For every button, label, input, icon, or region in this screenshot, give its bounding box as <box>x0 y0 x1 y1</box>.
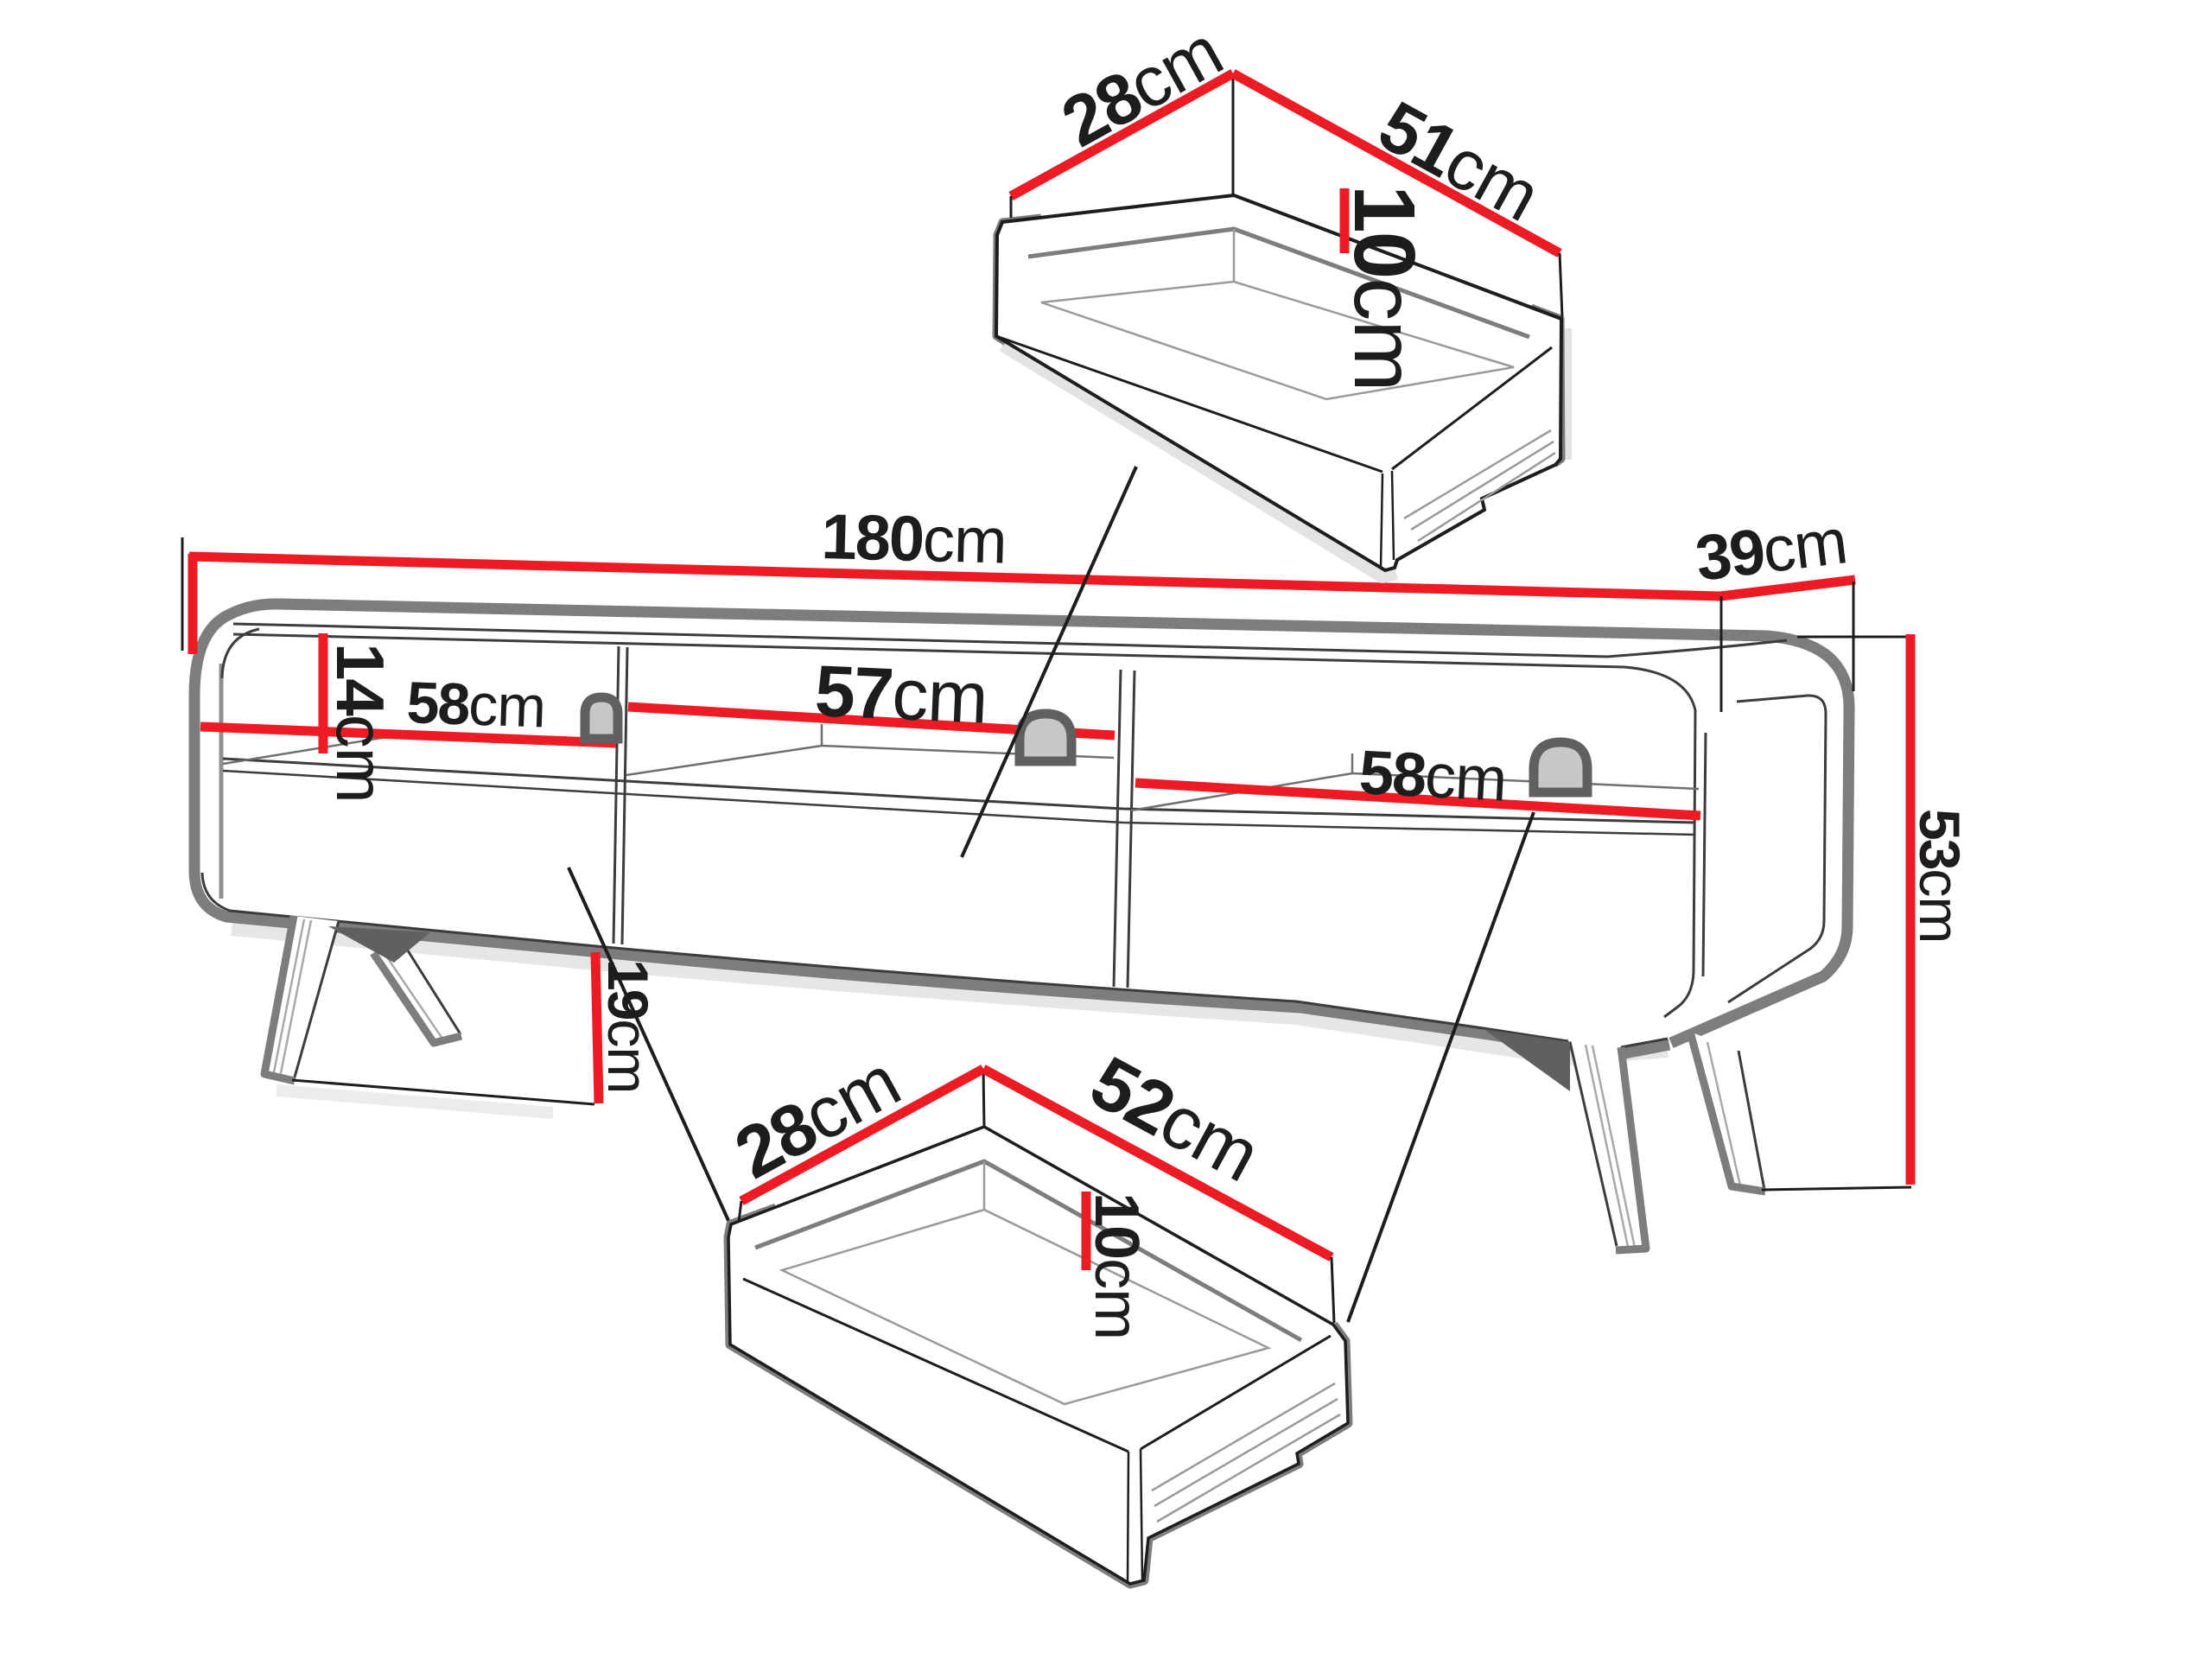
svg-text:53cm: 53cm <box>1908 809 1972 943</box>
svg-text:10cm: 10cm <box>1336 185 1433 391</box>
svg-text:10cm: 10cm <box>1082 1192 1151 1339</box>
svg-text:39cm: 39cm <box>1692 505 1851 594</box>
svg-text:14cm: 14cm <box>322 643 398 803</box>
svg-text:180cm: 180cm <box>821 500 1007 577</box>
svg-text:57cm: 57cm <box>813 650 988 739</box>
svg-text:58cm: 58cm <box>405 670 546 741</box>
svg-text:19cm: 19cm <box>596 959 660 1093</box>
svg-text:58cm: 58cm <box>1357 738 1508 815</box>
